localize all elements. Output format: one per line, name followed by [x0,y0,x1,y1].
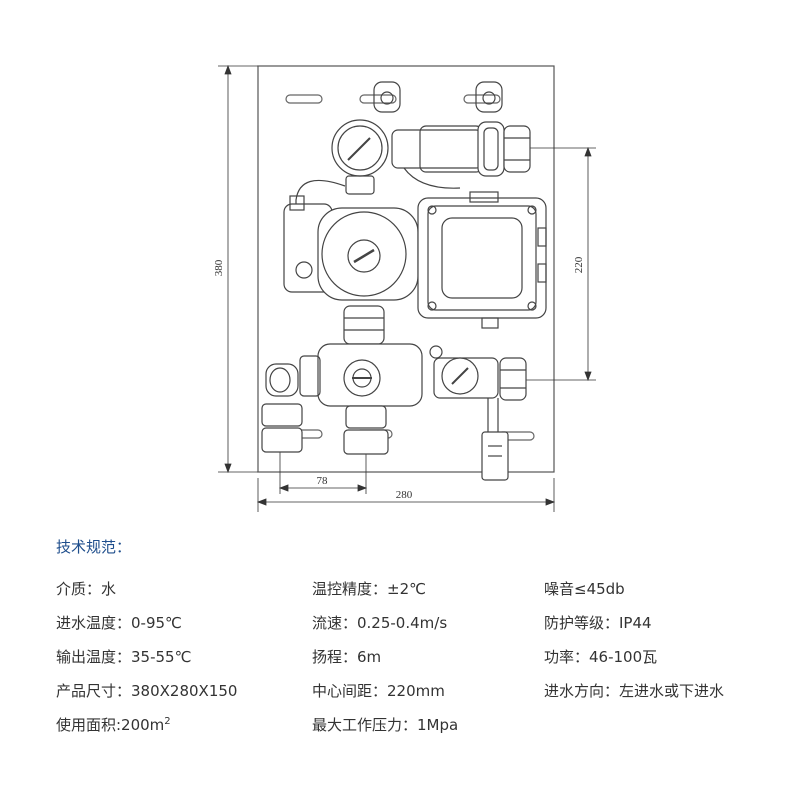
height-dimension-label: 380 [213,259,225,276]
spec-power: 功率：46-100瓦 [544,648,658,666]
spec-medium: 介质：水 [56,580,117,598]
pressure-gauge-bottom [433,357,527,401]
capillary-tube [295,179,346,230]
spec-noise: 噪音≤45db [544,580,625,598]
area-superscript: 2 [164,716,171,727]
spec-inlet-temp: 进水温度：0-95℃ [56,614,182,632]
circulation-pump-main [283,195,419,301]
top-pipe [391,121,531,189]
spec-temp-accuracy: 温控精度：±2℃ [312,580,426,598]
center-distance-label: 220 [573,256,585,273]
mixing-valve [299,343,443,407]
drain-connector [481,398,509,481]
width-dimension-label: 280 [396,489,413,501]
specifications-section: 技术规范： 介质：水 温控精度：±2℃ 噪音≤45db 进水温度：0-95℃ 流… [56,536,776,742]
control-box [417,191,547,329]
spec-head: 扬程：6m [312,648,382,666]
spec-output-temp: 输出温度：35-55℃ [56,648,192,666]
top-brackets [373,81,503,113]
offset-dimension-label: 78 [317,475,329,487]
spec-max-pressure: 最大工作压力：1Mpa [312,716,459,734]
pressure-gauge-top [331,119,389,195]
specifications-grid: 介质：水 温控精度：±2℃ 噪音≤45db 进水温度：0-95℃ 流速：0.25… [56,572,776,742]
spec-center-distance: 中心间距：220mm [312,682,445,700]
technical-drawing: 380 280 78 220 [213,64,596,512]
left-inlet [261,363,303,453]
spec-product-size: 产品尺寸：380X280X150 [56,682,238,700]
center-pipe [343,305,385,345]
spec-usage-area-text: 使用面积:200m [56,716,165,734]
spec-flow-rate: 流速：0.25-0.4m/s [312,614,448,632]
spec-protection-level: 防护等级：IP44 [544,614,652,632]
spec-usage-area: 使用面积:200m2 [56,708,312,742]
bottom-outlet [343,405,389,455]
spec-inlet-direction: 进水方向：左进水或下进水 [544,682,725,700]
dimension-lines [218,64,596,512]
specifications-title: 技术规范： [56,538,132,556]
spec-empty [544,708,776,742]
